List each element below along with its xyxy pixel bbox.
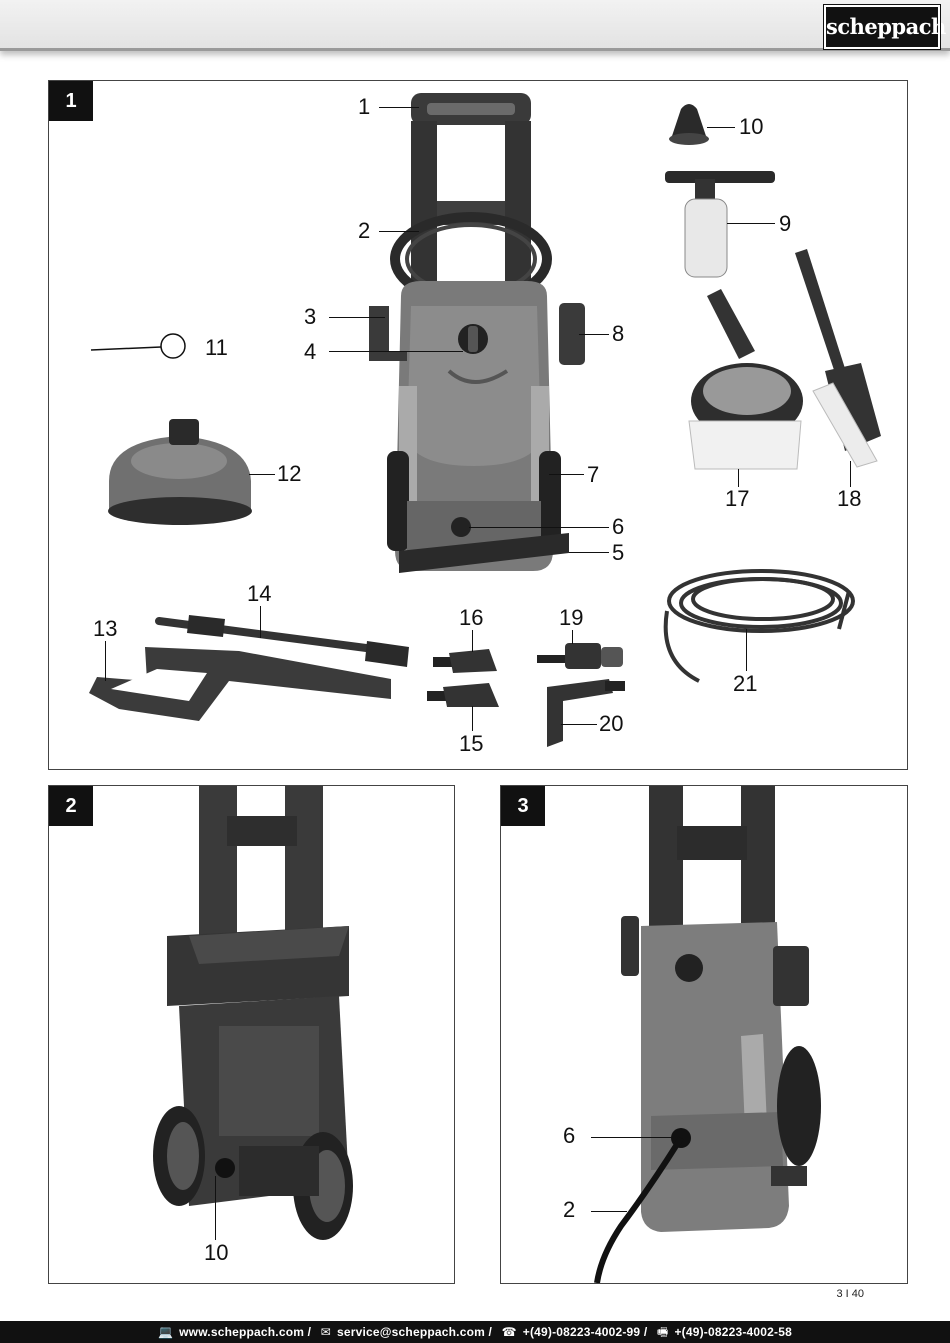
callout-8: 8 (612, 321, 625, 346)
fax-icon: 🖷 (656, 1325, 669, 1339)
callout-4: 4 (304, 339, 317, 364)
fig2-callout-10: 10 (204, 1240, 229, 1265)
callout-6: 6 (612, 514, 625, 539)
accessory-19-drawing (537, 643, 623, 669)
accessory-16-drawing (433, 649, 497, 673)
callout-1: 1 (358, 94, 371, 119)
callout-14: 14 (247, 581, 272, 606)
fig3-callout-2: 2 (563, 1197, 576, 1222)
callout-12: 12 (277, 461, 302, 486)
fig3-leader-line-2 (591, 1211, 627, 1212)
callout-21: 21 (733, 671, 758, 696)
computer-icon: 💻 (157, 1325, 174, 1339)
callout-20: 20 (599, 711, 624, 736)
footer-email[interactable]: service@scheppach.com / (337, 1325, 493, 1339)
figure-2-number: 2 (49, 786, 93, 826)
callout-10: 10 (739, 114, 764, 139)
telephone-icon: ☎ (501, 1325, 517, 1339)
callout-9: 9 (779, 211, 792, 236)
fig3-leader-line-6 (591, 1137, 675, 1138)
footer-website[interactable]: www.scheppach.com / (179, 1325, 312, 1339)
accessory-15-drawing (427, 683, 499, 707)
callout-7: 7 (587, 462, 600, 487)
leader-line-12 (249, 474, 275, 475)
leader-line-9 (727, 223, 775, 224)
figure-2-panel: 2 10 (48, 785, 455, 1284)
leader-line-8 (579, 334, 609, 335)
fig3-callout-6: 6 (563, 1123, 576, 1148)
accessory-13-drawing (89, 647, 391, 721)
pressure-washer-connected-drawing (594, 786, 821, 1283)
leader-line-6 (469, 527, 609, 528)
leader-line-1 (379, 107, 419, 108)
figure-1-number: 1 (49, 81, 93, 121)
leader-line-19 (572, 630, 573, 644)
callout-13: 13 (93, 616, 118, 641)
figure-3-illustration (594, 786, 821, 1283)
leader-line-4 (329, 351, 463, 352)
leader-line-18 (850, 461, 851, 487)
leader-line-3 (329, 317, 385, 318)
leader-line-5 (569, 552, 609, 553)
footer-phone: +(49)-08223-4002-99 / (522, 1325, 648, 1339)
envelope-icon: ✉ (320, 1325, 331, 1339)
accessory-11-drawing (90, 333, 186, 359)
leader-line-13 (105, 641, 106, 681)
accessory-17-drawing (688, 289, 803, 470)
figure-1-panel: 1 (48, 80, 908, 770)
accessory-14-drawing (155, 615, 409, 667)
accessory-20-drawing (547, 679, 625, 747)
leader-line-21 (746, 629, 747, 671)
leader-line-15 (472, 706, 473, 731)
callout-15: 15 (459, 731, 484, 756)
callout-18: 18 (837, 486, 862, 511)
accessory-12-drawing (108, 419, 252, 525)
pressure-washer-drawing (369, 93, 585, 573)
leader-line-16 (472, 630, 473, 652)
callout-16: 16 (459, 605, 484, 630)
leader-line-20 (561, 724, 597, 725)
accessory-18-drawing (795, 249, 881, 468)
accessory-10-drawing (669, 104, 709, 145)
callout-19: 19 (559, 605, 584, 630)
callout-5: 5 (612, 540, 625, 565)
callout-17: 17 (725, 486, 750, 511)
pressure-washer-rear-drawing (153, 786, 353, 1240)
leader-line-10 (707, 127, 735, 128)
accessory-9-drawing (665, 171, 775, 278)
page-header: scheppach (0, 0, 950, 51)
accessory-21-drawing (663, 569, 855, 683)
brand-logo: scheppach (823, 4, 946, 50)
figure-1-illustration (89, 93, 881, 747)
figure-3-number: 3 (501, 786, 545, 826)
figure-2-illustration (153, 786, 353, 1240)
page-footer: 💻 www.scheppach.com / ✉ service@scheppach.… (0, 1321, 950, 1343)
fig2-leader-line-10 (215, 1176, 216, 1240)
figure-3-panel: 3 6 2 (500, 785, 908, 1284)
callout-2: 2 (358, 218, 371, 243)
callout-11: 11 (205, 335, 228, 360)
footer-fax: +(49)-08223-4002-58 (674, 1325, 793, 1339)
leader-line-2 (379, 231, 419, 232)
leader-line-7 (549, 474, 584, 475)
leader-line-14 (260, 606, 261, 638)
page-number: 3 I 40 (836, 1288, 864, 1300)
callout-3: 3 (304, 304, 317, 329)
leader-line-17 (738, 469, 739, 487)
